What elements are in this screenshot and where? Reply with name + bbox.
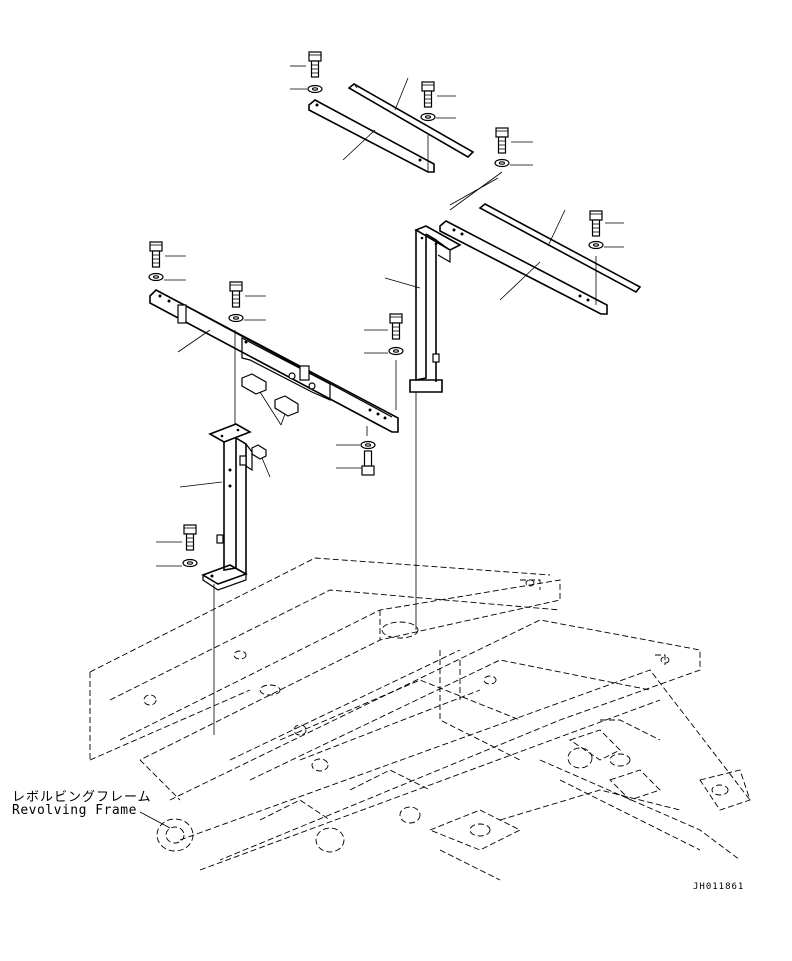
- upper-rail-pair: [308, 77, 475, 173]
- alignment-lines: [213, 135, 597, 735]
- right-support-post: [384, 177, 499, 393]
- rubber-pads: [241, 373, 299, 478]
- frame-label-japanese: レボルビングフレーム: [12, 790, 152, 805]
- left-support-post: [179, 423, 253, 591]
- frame-leader-line: [139, 811, 171, 829]
- revolving-frame: [89, 557, 751, 881]
- right-rail-pair: [439, 203, 642, 315]
- drawing-id: JH011861: [693, 882, 745, 892]
- frame-label-english: Revolving Frame: [12, 803, 137, 818]
- bolt-group-top: [148, 51, 624, 568]
- main-cross-beam: [149, 289, 399, 433]
